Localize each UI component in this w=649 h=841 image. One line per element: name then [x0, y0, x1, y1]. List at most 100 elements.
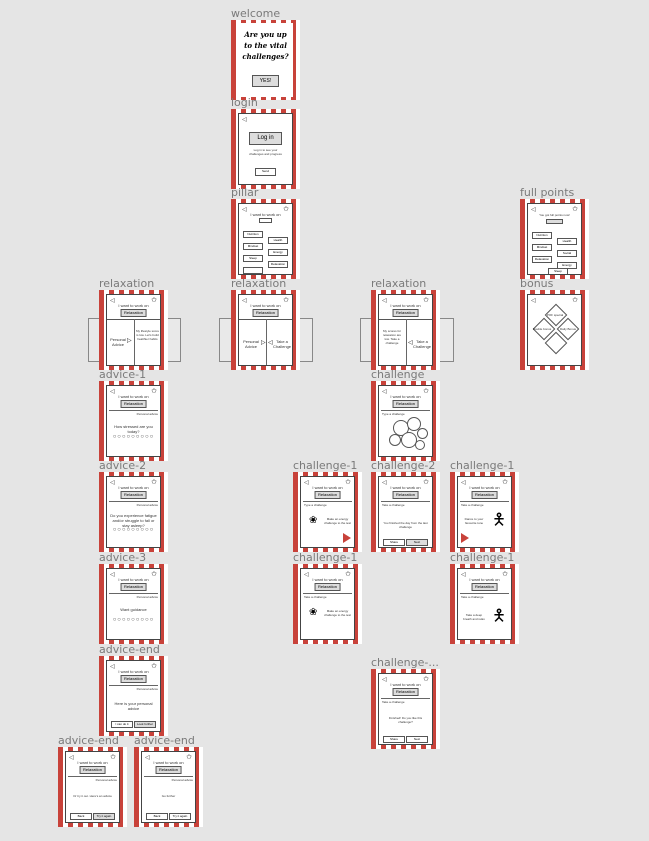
back-icon[interactable]: ◁ — [110, 298, 115, 304]
pillar-frame[interactable]: ◁ ✩ I want to work on Nutrition Health M… — [231, 199, 300, 279]
pillar-select[interactable]: Relaxation — [120, 309, 147, 317]
relax-left-option[interactable]: Personal Advice — [243, 339, 259, 349]
star-icon[interactable]: ✩ — [186, 754, 192, 761]
star-icon[interactable]: ✩ — [283, 206, 289, 213]
pillar-select[interactable]: Relaxation — [120, 400, 147, 408]
star-icon[interactable]: ✩ — [423, 676, 429, 683]
pillar-select[interactable] — [259, 218, 272, 223]
option-extra[interactable] — [243, 267, 263, 274]
back-icon[interactable]: ◁ — [110, 480, 115, 486]
pillar-select[interactable]: Relaxation — [471, 583, 498, 591]
send-button[interactable]: Send — [255, 168, 276, 176]
relax-right-option[interactable]: Take a Challenge — [273, 339, 292, 349]
back-icon[interactable]: ◁ — [304, 480, 309, 486]
advice-1-frame[interactable]: ◁ ✩ I want to work on Relaxation Persona… — [99, 381, 168, 461]
back-icon[interactable]: ◁ — [242, 298, 247, 304]
fp-option-relaxation[interactable]: Relaxation — [532, 256, 552, 263]
challenge-2-frame[interactable]: ◁ ✩ I want to work on Relaxation Take a … — [371, 472, 440, 552]
arrow-right-icon[interactable]: ◁ — [268, 340, 273, 346]
advice-end-frame[interactable]: ◁ ✩ I want to work on Relaxation Persona… — [99, 656, 168, 736]
pillar-select[interactable]: Relaxation — [392, 688, 419, 696]
next-button[interactable]: Next — [406, 539, 428, 546]
option-health[interactable]: Health — [268, 237, 288, 244]
fp-option-mindset[interactable]: Mindset — [532, 244, 552, 251]
challenge-end-frame[interactable]: ◁ ✩ I want to work on Relaxation Take a … — [371, 669, 440, 749]
arrow-icon[interactable]: ▷ — [127, 338, 132, 344]
fp-option-sleep[interactable]: Sleep — [548, 268, 568, 274]
look-further-button[interactable]: Look further — [134, 721, 156, 728]
rating-scale[interactable]: ○○○○○○○○○ — [112, 434, 155, 440]
share-button[interactable]: Share — [383, 539, 405, 546]
i-can-do-it-button[interactable]: I can do it — [111, 721, 133, 728]
challenge-1d-frame[interactable]: ◁ ✩ I want to work on Relaxation Take a … — [450, 564, 519, 644]
back-icon[interactable]: ◁ — [242, 207, 247, 213]
pillar-select[interactable]: Relaxation — [314, 583, 341, 591]
pillar-select[interactable]: Relaxation — [392, 491, 419, 499]
pillar-select[interactable]: Relaxation — [155, 766, 182, 774]
challenge-1a-frame[interactable]: ◁ ✩ I want to work on Relaxation Type a … — [293, 472, 362, 552]
pillar-select[interactable]: Relaxation — [252, 309, 279, 317]
full-points-frame[interactable]: ◁ ✩ You got full points now! Nutrition H… — [520, 199, 589, 279]
star-icon[interactable]: ✩ — [502, 571, 508, 578]
challenge-frame[interactable]: ◁ ✩ I want to work on Relaxation Type a … — [371, 381, 440, 461]
star-icon[interactable]: ✩ — [151, 479, 157, 486]
next-button[interactable]: Next — [406, 736, 428, 743]
try-again-button[interactable]: Try it again — [93, 813, 115, 820]
option-energy[interactable]: Energy — [268, 249, 288, 256]
arrow-right-icon[interactable]: ◁ — [408, 340, 413, 346]
star-icon[interactable]: ✩ — [110, 754, 116, 761]
star-icon[interactable]: ✩ — [151, 571, 157, 578]
pillar-select[interactable]: Relaxation — [120, 491, 147, 499]
back-icon[interactable]: ◁ — [382, 298, 387, 304]
back-icon[interactable]: ◁ — [531, 207, 536, 213]
relaxation-frame-2[interactable]: ◁ ✩ I want to work on Relaxation Persona… — [231, 290, 300, 370]
advice-3-frame[interactable]: ◁ ✩ I want to work on Relaxation Persona… — [99, 564, 168, 644]
back-icon[interactable]: ◁ — [304, 572, 309, 578]
fp-option-nutrition[interactable]: Nutrition — [532, 232, 552, 239]
advice-end-3-frame[interactable]: ◁ ✩ I want to work on Relaxation Persona… — [134, 747, 203, 827]
back-icon[interactable]: ◁ — [110, 572, 115, 578]
bubble-6[interactable] — [415, 440, 425, 450]
option-relaxation[interactable]: Relaxation — [268, 261, 288, 268]
back-icon[interactable]: ◁ — [69, 755, 74, 761]
play-icon[interactable] — [461, 533, 469, 543]
share-button[interactable]: Share — [383, 736, 405, 743]
back-button[interactable]: Back — [70, 813, 92, 820]
relax-left-option[interactable]: Personal Advice — [110, 337, 126, 347]
bubble-5[interactable] — [417, 428, 428, 439]
relaxation-frame-3[interactable]: ◁ ✩ I want to work on Relaxation My scor… — [371, 290, 440, 370]
yes-button[interactable]: YES! — [252, 75, 279, 87]
full-points-select[interactable] — [546, 219, 563, 224]
bonus-frame[interactable]: ◁ ✩ POF special Double bonus Daily Bonus — [520, 290, 589, 370]
relax-right-option[interactable]: Take a Challenge — [413, 339, 432, 349]
fp-option-social[interactable]: Social — [557, 250, 577, 257]
relaxation-frame-1[interactable]: ◁ ✩ I want to work on Relaxation Persona… — [99, 290, 168, 370]
pillar-select[interactable]: Relaxation — [392, 309, 419, 317]
rating-scale[interactable]: ○○○○○○○○○ — [112, 527, 155, 533]
star-icon[interactable]: ✩ — [151, 663, 157, 670]
back-icon[interactable]: ◁ — [461, 480, 466, 486]
arrow-left-icon[interactable]: ▷ — [261, 340, 266, 346]
back-icon[interactable]: ◁ — [531, 298, 536, 304]
challenge-1b-frame[interactable]: ◁ ✩ I want to work on Relaxation Take a … — [450, 472, 519, 552]
bubble-3[interactable] — [389, 434, 401, 446]
try-again-button[interactable]: Try it again — [169, 813, 191, 820]
star-icon[interactable]: ✩ — [151, 297, 157, 304]
star-icon[interactable]: ✩ — [151, 388, 157, 395]
star-icon[interactable]: ✩ — [572, 206, 578, 213]
star-icon[interactable]: ✩ — [423, 297, 429, 304]
star-icon[interactable]: ✩ — [345, 479, 351, 486]
pillar-select[interactable]: Relaxation — [471, 491, 498, 499]
pillar-select[interactable]: Relaxation — [120, 583, 147, 591]
star-icon[interactable]: ✩ — [502, 479, 508, 486]
star-icon[interactable]: ✩ — [423, 388, 429, 395]
star-icon[interactable]: ✩ — [345, 571, 351, 578]
advice-2-frame[interactable]: ◁ ✩ I want to work on Relaxation Persona… — [99, 472, 168, 552]
bubble-2[interactable] — [407, 417, 421, 431]
back-icon[interactable]: ◁ — [242, 117, 247, 123]
login-button[interactable]: Log in — [249, 132, 282, 145]
back-icon[interactable]: ◁ — [382, 480, 387, 486]
back-icon[interactable]: ◁ — [382, 389, 387, 395]
back-icon[interactable]: ◁ — [110, 389, 115, 395]
back-icon[interactable]: ◁ — [145, 755, 150, 761]
